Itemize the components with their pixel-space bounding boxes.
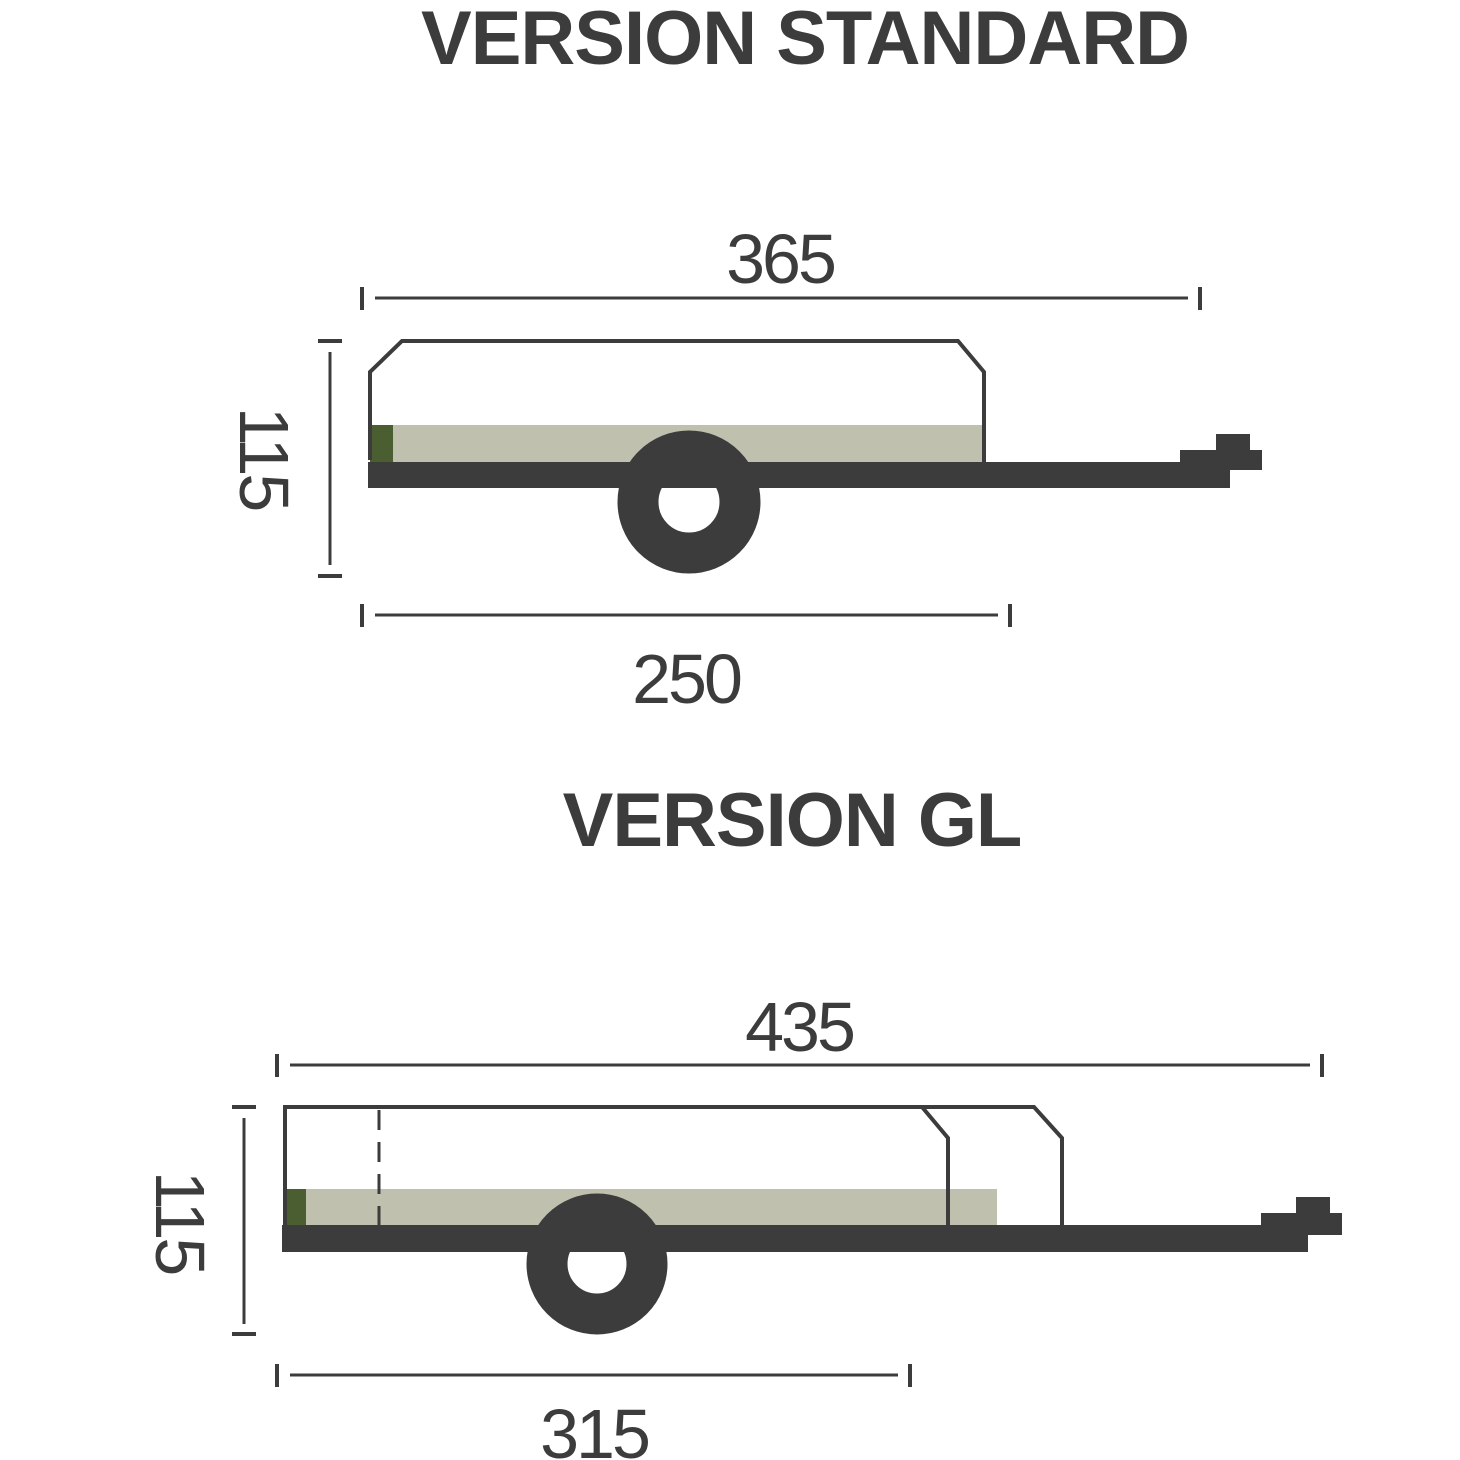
standard-chassis <box>368 462 1230 488</box>
standard-height-dimension <box>318 339 342 578</box>
standard-cover-outline <box>368 339 986 462</box>
standard-hitch-coupler <box>1228 450 1262 470</box>
gl-overall-length-dimension <box>275 1054 1324 1077</box>
standard-section: VERSION STANDARD 365 115 250 <box>225 0 1262 718</box>
gl-chassis <box>282 1225 1308 1252</box>
gl-overall-length-label: 435 <box>745 988 853 1066</box>
gl-section: VERSION GL 435 115 315 <box>141 778 1342 1460</box>
gl-title: VERSION GL <box>563 778 1022 863</box>
standard-bed-accent <box>370 425 393 462</box>
standard-trailer <box>368 339 1262 574</box>
standard-overall-length-dimension <box>360 287 1202 310</box>
gl-box-length-label: 315 <box>540 1395 648 1460</box>
gl-cover-outline <box>283 1105 1064 1225</box>
gl-box-length-dimension <box>275 1364 912 1387</box>
standard-title: VERSION STANDARD <box>421 0 1189 81</box>
gl-wheel <box>526 1193 668 1335</box>
standard-height-label: 115 <box>225 407 303 510</box>
standard-box-length-label: 250 <box>632 640 741 718</box>
gl-bed-accent <box>284 1189 306 1225</box>
standard-box-length-dimension <box>360 604 1012 627</box>
gl-height-dimension <box>232 1105 256 1336</box>
gl-hitch-coupler <box>1308 1213 1342 1235</box>
gl-hitch-top <box>1296 1197 1330 1217</box>
gl-trailer <box>282 1105 1342 1335</box>
gl-inner-cover-line <box>920 1105 950 1225</box>
gl-height-label: 115 <box>141 1171 219 1274</box>
standard-hitch-top <box>1216 434 1250 454</box>
standard-overall-length-label: 365 <box>726 220 834 298</box>
standard-wheel <box>617 430 761 574</box>
